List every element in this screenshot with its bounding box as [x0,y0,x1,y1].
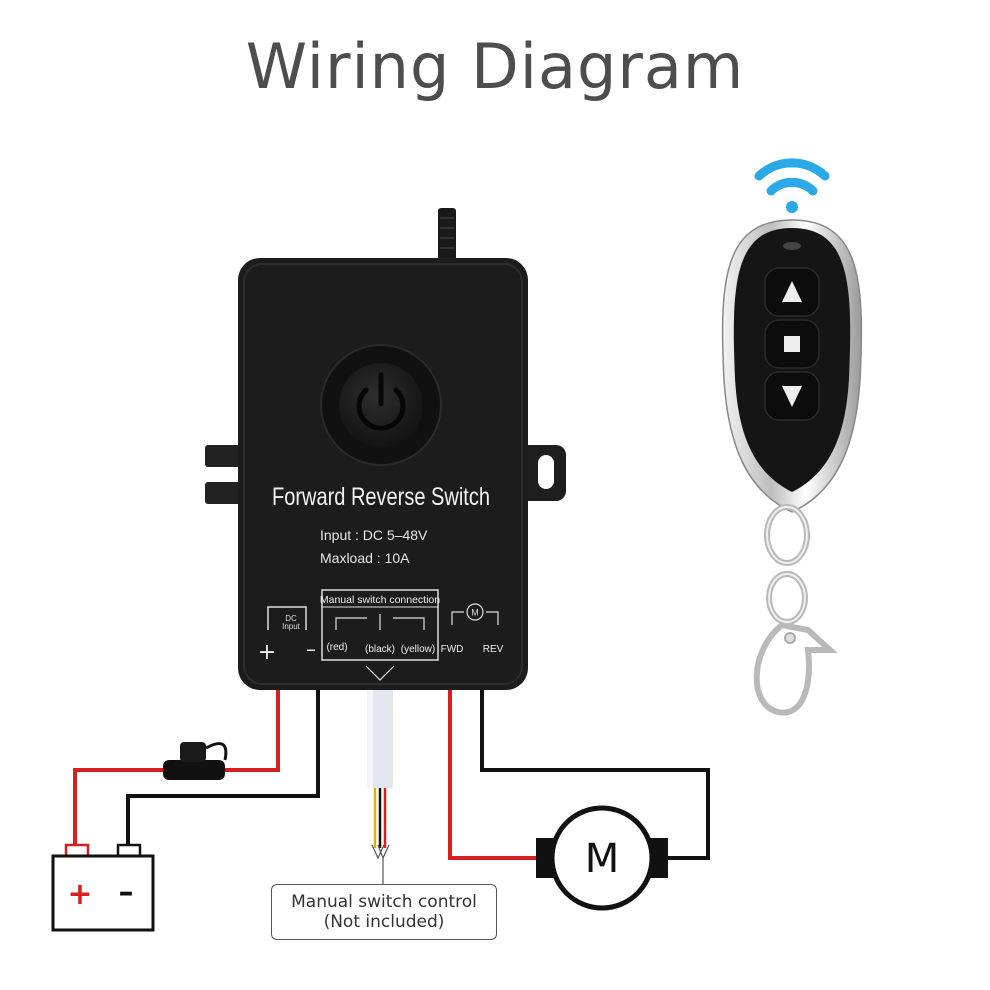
dc-input-label-line2: Input [282,622,301,631]
remote-up-button[interactable] [764,267,820,317]
motor: M [536,805,668,911]
remote-stop-button[interactable] [764,319,820,369]
dc-plus-label: + [258,640,276,665]
fuse-icon [163,742,228,780]
battery-minus-label: – [119,875,134,910]
battery-plus-label: + [67,877,92,912]
wire-label-black: (black) [365,644,395,655]
power-icon [356,372,406,431]
dc-minus-label: – [306,637,316,661]
device-maxload-spec: Maxload : 10A [320,550,410,566]
fwd-label: FWD [441,644,464,655]
wifi-signal-icon [754,158,830,213]
red-wire-battery [222,690,280,772]
black-wire-battery [126,690,320,845]
dc-input-label: DC Input [267,606,307,631]
motor-output-symbol: M [471,608,479,618]
controller-body [238,258,528,690]
motor-symbol: M [585,836,620,882]
manual-connection-label: Manual switch connection [320,594,440,606]
red-wire-battery-2 [73,768,165,845]
mounting-tab-left [205,445,245,504]
up-arrow-icon [782,281,802,302]
stop-icon [784,336,800,352]
motor-output-label: M [451,603,499,625]
red-wire-motor [448,690,538,860]
battery: + – [51,843,155,932]
manual-switch-caption-line2: (Not included) [323,912,445,932]
antenna [438,208,456,262]
wire-label-yellow: (yellow) [401,644,435,655]
black-wire-motor [480,690,710,860]
manual-switch-caption-line1: Manual switch control [291,892,477,912]
page-title: Wiring Diagram [245,30,745,103]
rev-label: REV [483,644,504,655]
remote-control [721,219,863,513]
dc-input-label-line1: DC [285,614,297,623]
keychain-highlight [766,506,808,623]
remote-down-button[interactable] [764,371,820,421]
manual-switch-cable [367,688,393,884]
manual-switch-caption: Manual switch control (Not included) [271,884,497,940]
wire-label-red: (red) [326,642,347,653]
power-button[interactable] [320,344,442,466]
manual-switch-connection-box: Manual switch connection [320,589,440,681]
device-name-label: Forward Reverse Switch [272,483,490,511]
down-arrow-icon [782,386,802,407]
device-input-spec: Input : DC 5–48V [320,527,428,543]
